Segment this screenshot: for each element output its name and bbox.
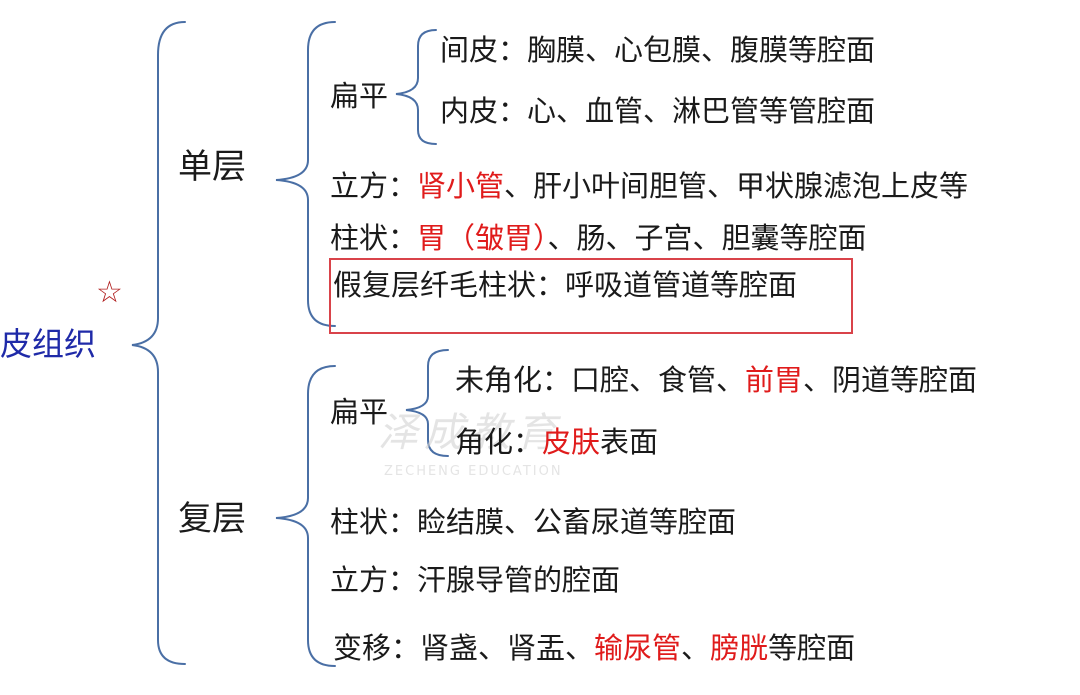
single-cuboidal-row: 立方：肾小管、肝小叶间胆管、甲状腺滤泡上皮等 bbox=[330, 172, 968, 201]
nonkeratinized-highlight: 前胃 bbox=[745, 363, 804, 397]
stratified-cuboidal-row: 立方：汗腺导管的腔面 bbox=[330, 563, 621, 597]
nonkeratinized-row: 未角化：口腔、食管、前胃、阴道等腔面 bbox=[455, 366, 977, 395]
single-cuboidal-rest: 、肝小叶间胆管、甲状腺滤泡上皮等 bbox=[504, 169, 969, 203]
endothelium-name: 内皮： bbox=[440, 94, 528, 128]
single-squamous-brace bbox=[395, 29, 437, 145]
endothelium-desc: 心、血管、淋巴管等管腔面 bbox=[527, 94, 876, 128]
nonkeratinized-name: 未角化： bbox=[455, 363, 572, 397]
transitional-row: 变移：肾盏、肾盂、输尿管、膀胱等腔面 bbox=[333, 634, 855, 663]
single-columnar-rest: 、肠、子宫、胆囊等腔面 bbox=[547, 221, 867, 255]
transitional-name: 变移： bbox=[333, 631, 421, 665]
nonkeratinized-pre: 口腔、食管、 bbox=[571, 363, 746, 397]
single-brace bbox=[275, 21, 336, 327]
nonkeratinized-post: 、阴道等腔面 bbox=[803, 363, 978, 397]
mesothelium-row: 间皮：胸膜、心包膜、腹膜等腔面 bbox=[440, 36, 875, 65]
stratified-squamous-brace bbox=[405, 349, 449, 457]
stratified-squamous-label: 扁平 bbox=[330, 395, 389, 429]
keratinized-highlight: 皮肤 bbox=[542, 425, 601, 459]
watermark-cn: 泽成教育 bbox=[378, 410, 562, 456]
pseudostratified-highlight-box bbox=[329, 258, 853, 334]
transitional-mid: 、 bbox=[681, 631, 711, 665]
single-layer-label: 单层 bbox=[178, 147, 246, 187]
endothelium-row: 内皮：心、血管、淋巴管等管腔面 bbox=[440, 97, 875, 126]
keratinized-post: 表面 bbox=[600, 425, 659, 459]
stratified-brace bbox=[275, 365, 336, 667]
mesothelium-desc: 胸膜、心包膜、腹膜等腔面 bbox=[527, 33, 876, 67]
transitional-pre: 肾盏、肾盂、 bbox=[420, 631, 595, 665]
single-cuboidal-highlight: 肾小管 bbox=[417, 169, 505, 203]
stratified-layer-label: 复层 bbox=[178, 499, 246, 539]
single-columnar-name: 柱状： bbox=[330, 221, 418, 255]
root-label: 上皮组织 bbox=[0, 325, 97, 363]
watermark-en: ZECHENG EDUCATION bbox=[384, 464, 563, 479]
root-brace bbox=[131, 21, 186, 665]
transitional-post: 等腔面 bbox=[768, 631, 856, 665]
transitional-highlight-ureter: 输尿管 bbox=[594, 631, 682, 665]
mesothelium-name: 间皮： bbox=[440, 33, 528, 67]
single-cuboidal-name: 立方： bbox=[330, 169, 418, 203]
stratified-columnar-row: 柱状：睑结膜、公畜尿道等腔面 bbox=[330, 505, 737, 539]
keratinized-name: 角化： bbox=[455, 425, 543, 459]
single-columnar-row: 柱状：胃（皱胃）、肠、子宫、胆囊等腔面 bbox=[330, 224, 867, 253]
pseudostratified-row: 假复层纤毛柱状：呼吸道管道等腔面 bbox=[333, 268, 798, 302]
single-columnar-highlight: 胃（皱胃） bbox=[417, 221, 548, 255]
star-icon: ☆ bbox=[96, 275, 123, 310]
single-squamous-label: 扁平 bbox=[330, 79, 389, 113]
transitional-highlight-bladder: 膀胱 bbox=[710, 631, 769, 665]
keratinized-row: 角化：皮肤表面 bbox=[455, 428, 658, 457]
